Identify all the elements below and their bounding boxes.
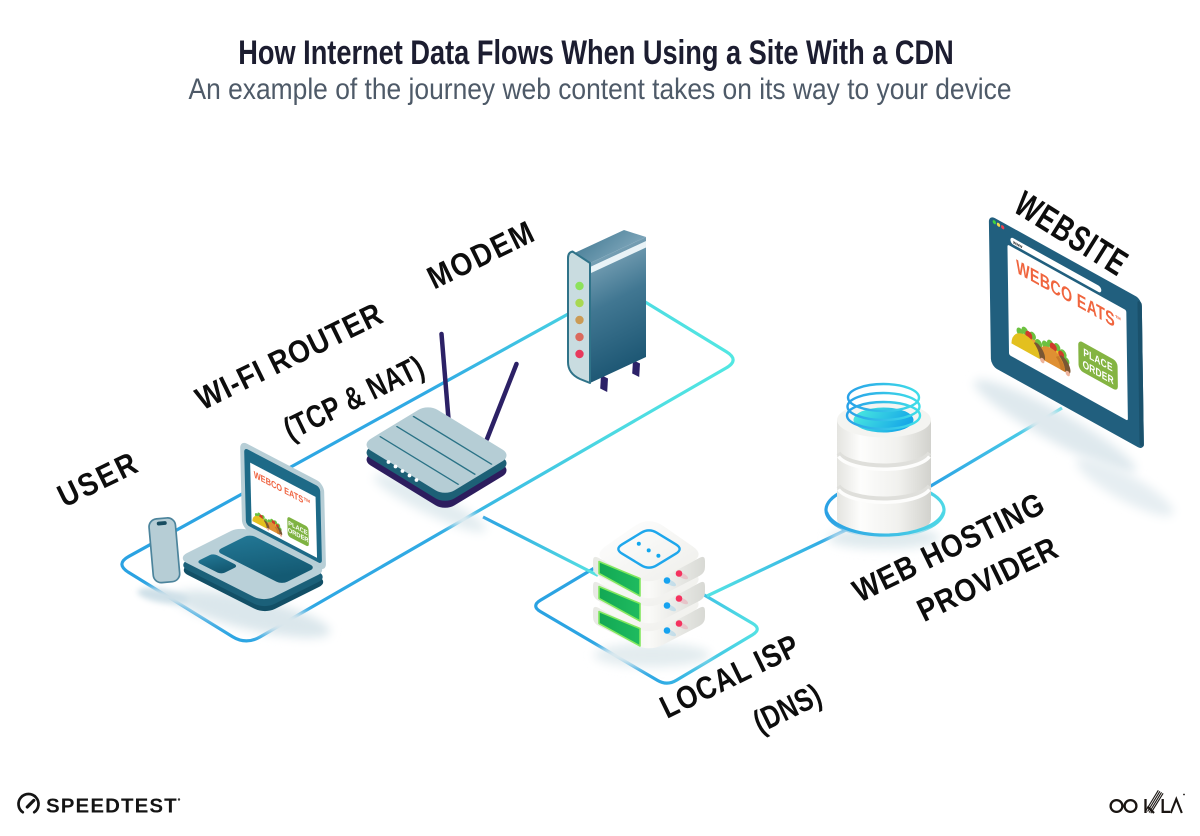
svg-text:MODEM: MODEM bbox=[422, 214, 541, 296]
svg-text:(DNS): (DNS) bbox=[748, 677, 828, 740]
svg-text:How Internet Data Flows When U: How Internet Data Flows When Using a Sit… bbox=[238, 33, 954, 72]
svg-text:SPEEDTEST: SPEEDTEST bbox=[46, 795, 178, 818]
svg-text:An example of the journey web: An example of the journey web content ta… bbox=[188, 71, 1011, 105]
svg-text:USER: USER bbox=[52, 445, 145, 514]
svg-text:WWW: WWW bbox=[1013, 240, 1023, 249]
